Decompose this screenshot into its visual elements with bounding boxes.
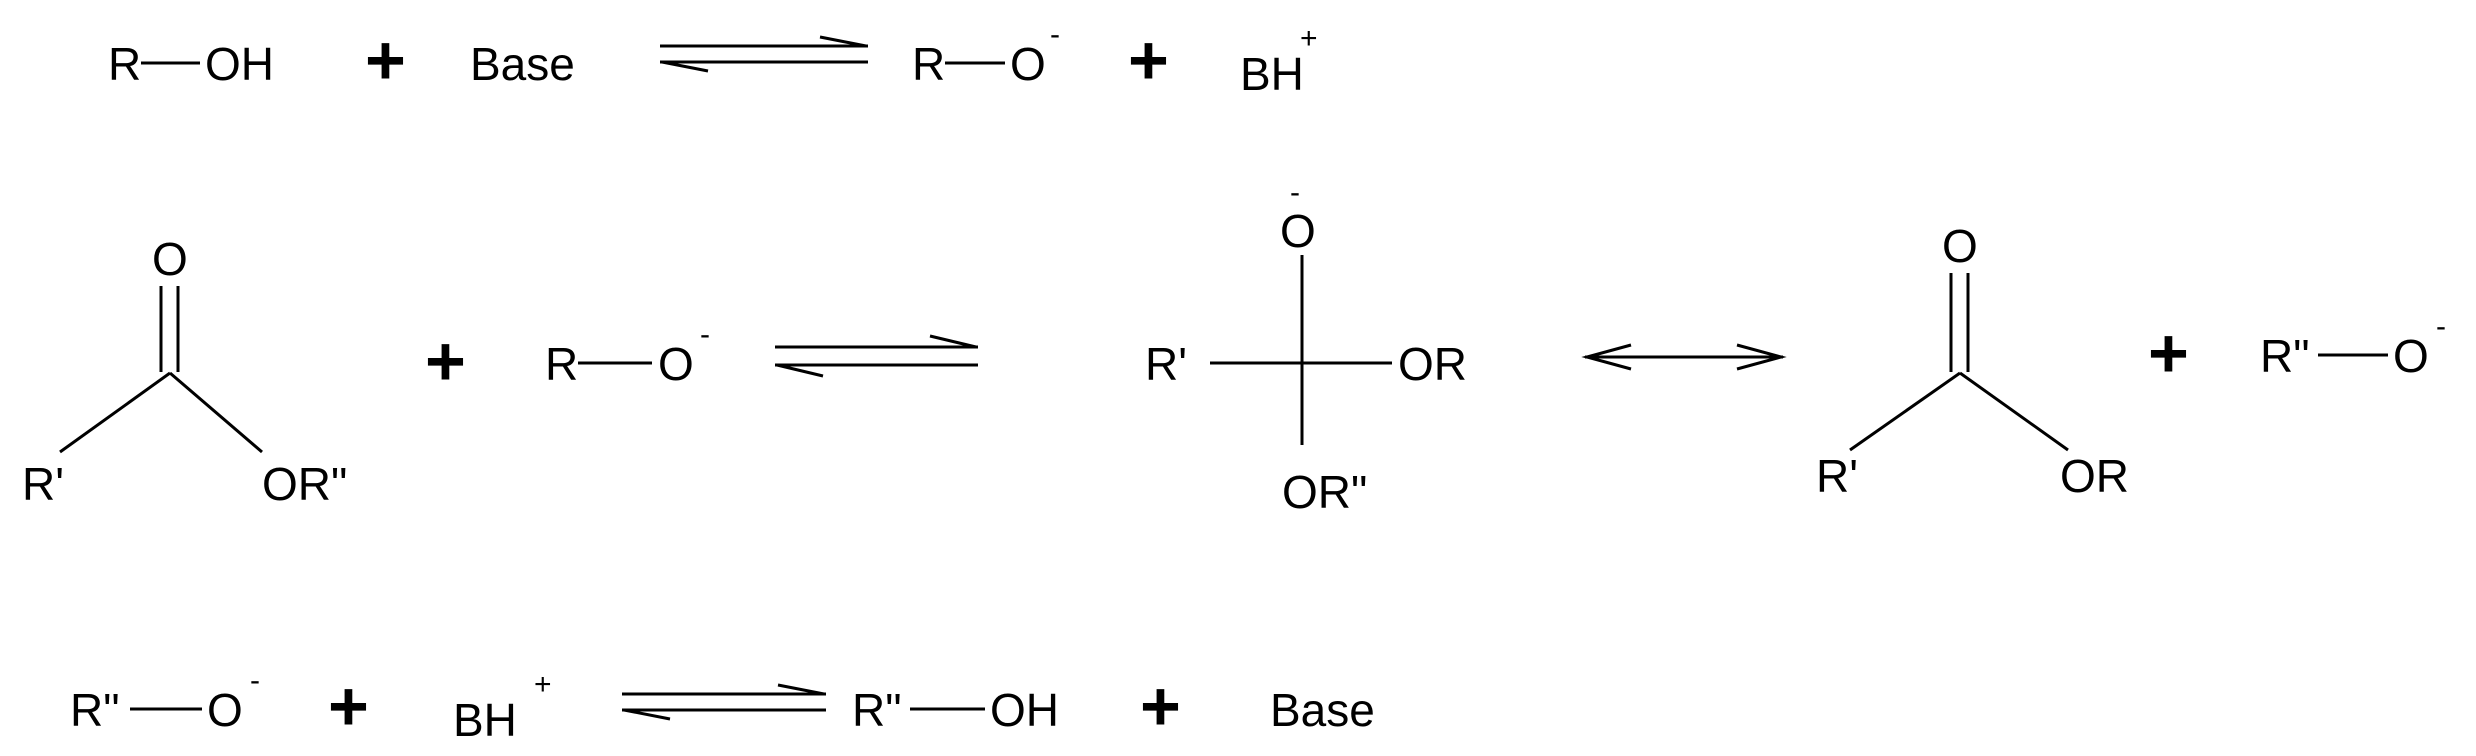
step3-r-double-prime-product: R": [852, 684, 902, 736]
step3-protonation: R" O - + BH + R" OH + Base: [70, 664, 1375, 746]
step1-plus-1: +: [365, 21, 406, 99]
step3-plus-2: +: [1140, 667, 1181, 745]
tetrahedral-intermediate: O - R' OR OR": [1145, 176, 1467, 518]
alkoxide-o: O: [658, 338, 694, 390]
ester-or-bond: [169, 371, 263, 454]
step1-plus-2: +: [1128, 21, 1169, 99]
step3-oh: OH: [990, 684, 1059, 736]
step1-r-product: R: [912, 38, 945, 90]
step2-equilibrium-arrow: [775, 334, 978, 378]
step1-oh: OH: [205, 38, 274, 90]
step3-positive-charge: +: [534, 668, 552, 701]
step2-plus-1: +: [425, 322, 466, 400]
ester-carbonyl-o: O: [152, 233, 188, 285]
product-ester-structure: O R' OR: [1816, 220, 2129, 502]
step1-base: Base: [470, 38, 575, 90]
ester-structure: O R' OR": [22, 233, 347, 510]
leaving-alkoxide: R" O -: [2260, 310, 2446, 382]
product-ester-or-bond: [1959, 371, 2069, 452]
tetra-or: OR: [1398, 338, 1467, 390]
step3-base: Base: [1270, 684, 1375, 736]
step1-deprotonation: R OH + Base R O - + BH +: [108, 18, 1318, 100]
ester-r-prime: R': [22, 458, 64, 510]
step1-r: R: [108, 38, 141, 90]
leaving-r-double-prime: R": [2260, 330, 2310, 382]
product-ester-r-bond: [1849, 371, 1961, 452]
step3-bh: BH: [453, 694, 517, 746]
alkoxide-r: R: [545, 338, 578, 390]
step1-bh: BH: [1240, 48, 1304, 100]
ester-r-bond: [59, 371, 171, 454]
tetra-o-top: O: [1280, 205, 1316, 257]
alkoxide-charge: -: [700, 318, 710, 351]
step1-positive-charge: +: [1300, 22, 1318, 55]
step3-alkoxide-o: O: [207, 684, 243, 736]
tetra-charge: -: [1290, 176, 1300, 209]
step3-equilibrium-arrow: [622, 683, 826, 721]
product-ester-or: OR: [2060, 450, 2129, 502]
step1-alkoxide-o: O: [1010, 38, 1046, 90]
step2-addition-elimination: O R' OR" + R O - O - R': [22, 176, 2446, 518]
step1-negative-charge: -: [1050, 18, 1060, 51]
leaving-o: O: [2393, 330, 2429, 382]
step3-plus-1: +: [328, 667, 369, 745]
product-ester-r-prime: R': [1816, 450, 1858, 502]
step1-equilibrium-arrow: [660, 35, 868, 73]
alkoxide-reactant: R O -: [545, 318, 710, 390]
product-ester-carbonyl-o: O: [1942, 220, 1978, 272]
step3-negative-charge: -: [250, 664, 260, 697]
tetra-or-double-prime: OR": [1282, 466, 1367, 518]
step2-double-headed-arrow: [1581, 343, 1787, 371]
step3-r-double-prime: R": [70, 684, 120, 736]
step2-plus-2: +: [2148, 314, 2189, 392]
tetra-r-prime: R': [1145, 338, 1187, 390]
leaving-charge: -: [2436, 310, 2446, 343]
ester-or-double-prime: OR": [262, 458, 347, 510]
